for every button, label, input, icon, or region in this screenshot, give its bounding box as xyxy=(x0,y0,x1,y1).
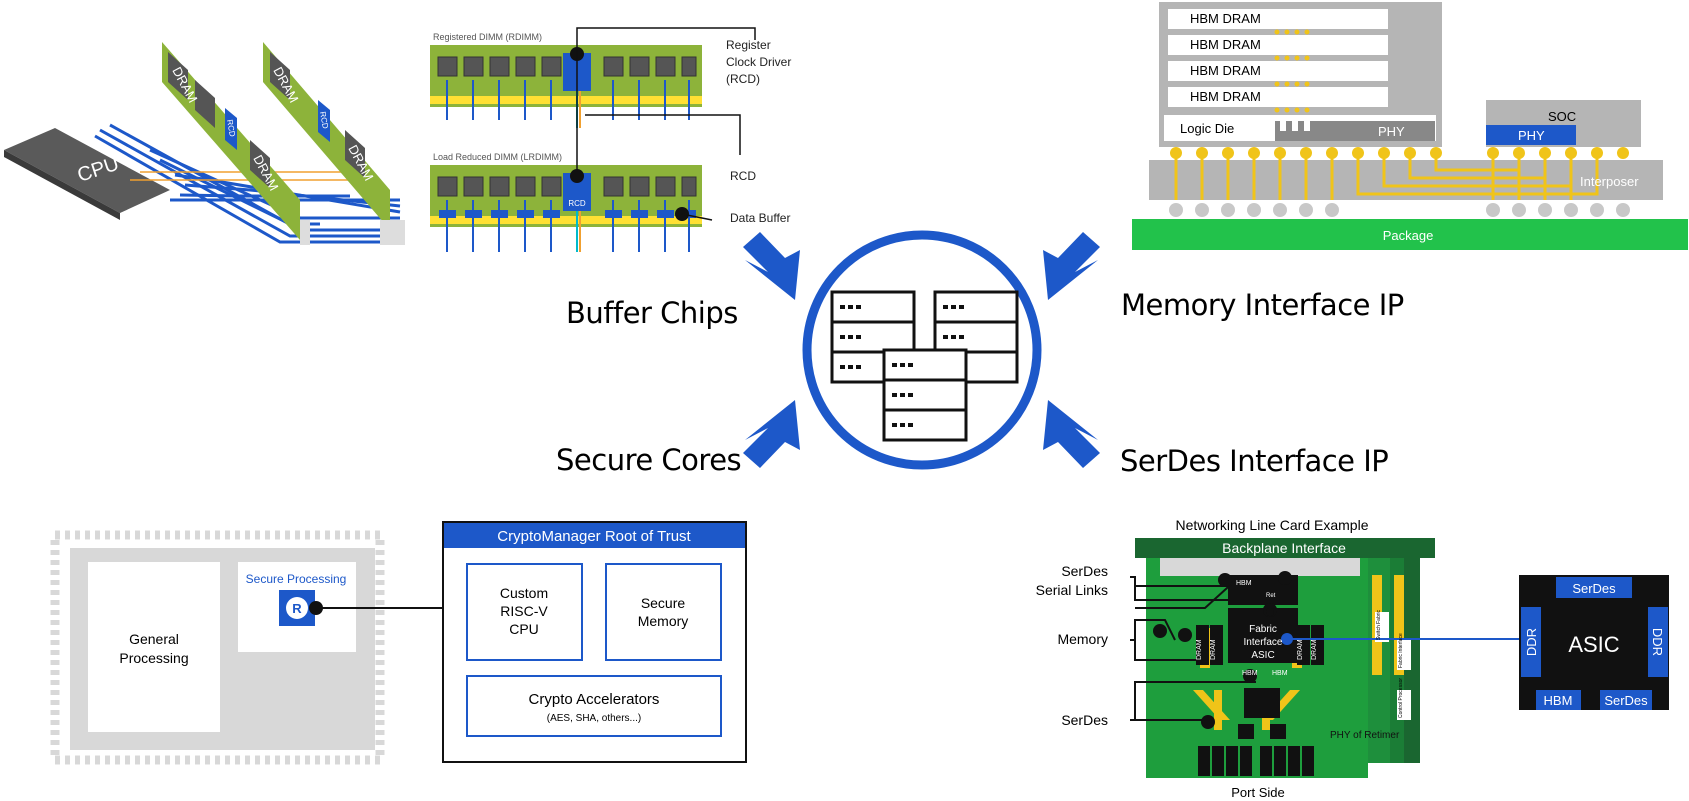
port-side-label: Port Side xyxy=(1231,785,1284,800)
serdes-links-line1: SerDes xyxy=(1061,563,1108,579)
dram-right-2: DRAM xyxy=(1311,639,1318,660)
category-secure-cores: Secure Cores xyxy=(556,443,742,477)
soc-chip-diagram: R General Processing Secure Processing xyxy=(50,530,443,765)
dram-right-1: DRAM xyxy=(1297,639,1304,660)
riscv-cpu-block xyxy=(466,563,583,661)
cpu-line1: Custom xyxy=(500,585,548,601)
phy-right-label: PHY xyxy=(1518,128,1545,143)
rcd-label-3d-1: RCD xyxy=(225,119,237,138)
asic-hbm-top: HBM xyxy=(1236,580,1252,587)
hbm-dram-4: HBM DRAM xyxy=(1190,89,1261,104)
rcd-label-3d-2: RCD xyxy=(318,111,330,130)
logic-die-label: Logic Die xyxy=(1180,121,1234,136)
cpu-line3: CPU xyxy=(509,621,539,637)
package-substrate xyxy=(1132,219,1688,250)
serdes-callout: SerDes xyxy=(1061,712,1108,728)
phy-left-label: PHY xyxy=(1378,124,1405,139)
arrow-top-left xyxy=(743,232,800,300)
hbm-dram-2: HBM DRAM xyxy=(1190,37,1261,52)
data-buffer-label: Data Buffer xyxy=(730,211,791,225)
r-logo-text: R xyxy=(292,601,302,616)
interposer-label: Interposer xyxy=(1580,174,1639,189)
backplane-bar xyxy=(1135,538,1435,558)
chip-pins xyxy=(50,530,385,765)
asic-ddr-right: DDR xyxy=(1650,628,1665,656)
lrdimm-rcd-label: RCD xyxy=(568,199,586,208)
fabric-interface-label: Fabric Interface xyxy=(1398,633,1404,668)
soc-phy xyxy=(1486,125,1576,145)
memory-line2: Memory xyxy=(638,613,689,629)
rcd-short-label: RCD xyxy=(730,169,756,183)
control-processor-label: Control Processor xyxy=(1398,678,1404,718)
linecard-title: Networking Line Card Example xyxy=(1176,517,1369,533)
cpu-line2: RISC-V xyxy=(500,603,548,619)
general-processing-line2: Processing xyxy=(119,650,188,666)
retimer-small: Ret xyxy=(1266,593,1276,599)
lrdimm-diagram: Load Reduced DIMM (LRDIMM) RCD xyxy=(430,54,741,252)
rot-title-bar xyxy=(444,523,745,548)
secure-processing-label: Secure Processing xyxy=(246,572,347,586)
serdes-links-line2: Serial Links xyxy=(1036,582,1108,598)
arrow-bottom-right xyxy=(1043,400,1100,468)
category-memory-interface: Memory Interface IP xyxy=(1121,288,1404,322)
asic-ddr-left: DDR xyxy=(1524,628,1539,656)
leader-lines xyxy=(1130,576,1256,721)
asic-line3: ASIC xyxy=(1251,650,1274,661)
dram-left-1: DRAM xyxy=(1196,639,1203,660)
arrows xyxy=(743,232,1100,468)
category-buffer-chips: Buffer Chips xyxy=(566,296,738,330)
crypto-accel-block xyxy=(466,675,722,737)
serdes-chip xyxy=(1244,688,1280,718)
dram-left-2: DRAM xyxy=(1210,639,1217,660)
root-of-trust-diagram: CryptoManager Root of Trust Custom RISC-… xyxy=(442,521,747,763)
port-connectors xyxy=(1198,746,1314,776)
asic-label: ASIC xyxy=(1568,632,1619,657)
rcd-callout-line2: Clock Driver xyxy=(726,55,792,69)
interposer-traces xyxy=(1174,152,1599,200)
secure-memory-block xyxy=(605,563,722,661)
package-label: Package xyxy=(1383,228,1434,243)
rdimm-diagram: Registered DIMM (RDIMM) xyxy=(430,27,756,128)
arrow-top-right xyxy=(1043,232,1100,300)
soc-label: SOC xyxy=(1548,109,1576,124)
crypto-label: Crypto Accelerators xyxy=(529,691,660,708)
rcd-callout-line3: (RCD) xyxy=(726,72,760,86)
hbm-dram-3: HBM DRAM xyxy=(1190,63,1261,78)
arrow-bottom-left xyxy=(743,400,800,468)
center-hub xyxy=(802,230,1042,470)
switch-fabric-label: Switch Fabric xyxy=(1376,609,1382,640)
rcd-callout-line1: Register xyxy=(726,38,771,52)
general-processing-line1: General xyxy=(129,631,179,647)
category-serdes-interface: SerDes Interface IP xyxy=(1120,444,1389,478)
dimm-3d-illustration: CPU DRAM DRAM DRAM DRAM RCD RCD xyxy=(4,42,405,245)
phy-retimer-label: PHY of Retimer xyxy=(1330,730,1400,741)
server-stack-icon xyxy=(830,290,1019,442)
rot-title: CryptoManager Root of Trust xyxy=(497,528,691,545)
lrdimm-title: Load Reduced DIMM (LRDIMM) xyxy=(433,152,562,162)
asic-line2: Interface xyxy=(1244,637,1283,648)
asic-serdes-top: SerDes xyxy=(1572,581,1616,596)
hbm-dram-1: HBM DRAM xyxy=(1190,11,1261,26)
server-led-dots xyxy=(840,305,964,427)
cpu-chip xyxy=(4,128,170,213)
memory-line1: Secure xyxy=(641,595,686,611)
line-card-diagram: Networking Line Card Example Backplane I… xyxy=(1036,517,1545,800)
asic-hbm-a: HBM xyxy=(1242,670,1258,677)
asic-line1: Fabric xyxy=(1249,624,1277,635)
asic-serdes-bottom: SerDes xyxy=(1604,693,1648,708)
rdimm-title: Registered DIMM (RDIMM) xyxy=(433,32,542,42)
memory-callout: Memory xyxy=(1057,631,1108,647)
asic-hbm-b: HBM xyxy=(1272,670,1288,677)
general-processing-block xyxy=(88,562,220,732)
asic-hbm: HBM xyxy=(1544,693,1573,708)
backplane-label: Backplane Interface xyxy=(1222,540,1346,556)
crypto-sub: (AES, SHA, others...) xyxy=(547,713,641,724)
asic-chip-diagram: SerDes ASIC DDR DDR HBM SerDes xyxy=(1519,575,1669,710)
hbm-stack-diagram: HBM DRAM HBM DRAM HBM DRAM HBM DRAM Logi… xyxy=(1132,2,1688,250)
